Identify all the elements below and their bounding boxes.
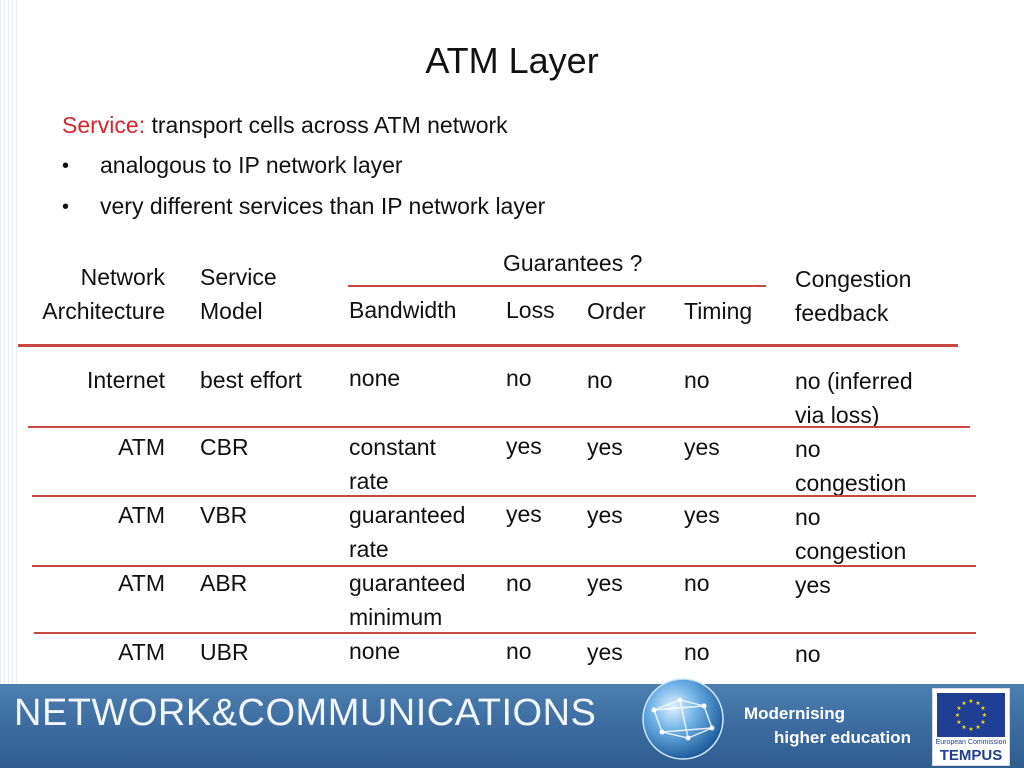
cell-order: yes bbox=[587, 570, 623, 596]
bullet-icon: • bbox=[62, 155, 70, 177]
bullet-item-1: analogous to IP network layer bbox=[100, 152, 403, 178]
header-bandwidth: Bandwidth bbox=[349, 297, 457, 323]
cell-order: yes bbox=[587, 434, 623, 460]
cell-congestion: no congestion bbox=[795, 504, 907, 564]
cell-order: yes bbox=[587, 502, 623, 528]
cell-timing: yes bbox=[684, 434, 720, 460]
svg-text:★: ★ bbox=[956, 719, 961, 726]
header-timing: Timing bbox=[684, 298, 753, 324]
cell-service-model: best effort bbox=[200, 367, 302, 393]
service-line: Service: transport cells across ATM netw… bbox=[62, 112, 508, 139]
cell-bandwidth: guaranteed minimum bbox=[349, 570, 466, 630]
header-service-model: Service Model bbox=[200, 264, 277, 324]
slide-title: ATM Layer bbox=[425, 40, 599, 81]
cell-network: ATM bbox=[118, 434, 165, 460]
svg-text:★: ★ bbox=[975, 724, 980, 731]
svg-text:★: ★ bbox=[955, 712, 960, 719]
row-rule bbox=[28, 426, 970, 428]
header-congestion-feedback: Congestion feedback bbox=[795, 266, 912, 326]
footer-banner bbox=[0, 684, 1024, 768]
svg-text:★: ★ bbox=[982, 712, 987, 719]
cell-loss: yes bbox=[506, 433, 542, 459]
cell-congestion: no (inferred via loss) bbox=[795, 368, 913, 428]
cell-network: ATM bbox=[118, 570, 165, 596]
cell-service-model: VBR bbox=[200, 502, 248, 528]
svg-text:★: ★ bbox=[968, 698, 973, 705]
row-rule bbox=[32, 495, 976, 497]
cell-loss: no bbox=[506, 638, 532, 664]
row-rule bbox=[32, 565, 976, 567]
tempus-logo: ★ ★ ★ ★ ★ ★ ★ ★ ★ ★ ★ ★ European Commiss… bbox=[932, 688, 1010, 766]
cell-congestion: no congestion bbox=[795, 436, 907, 496]
svg-text:★: ★ bbox=[980, 705, 985, 712]
footer-title: NETWORK&COMMUNICATIONS bbox=[14, 692, 597, 734]
cell-order: no bbox=[587, 367, 613, 393]
cell-network: ATM bbox=[118, 639, 165, 665]
tempus-label: TEMPUS bbox=[939, 747, 1003, 764]
service-label: Service: bbox=[62, 112, 146, 138]
cell-loss: no bbox=[506, 365, 532, 391]
cell-bandwidth: guaranteed rate bbox=[349, 502, 466, 562]
svg-text:★: ★ bbox=[980, 719, 985, 726]
cell-timing: yes bbox=[684, 502, 720, 528]
cell-network: Internet bbox=[87, 367, 165, 393]
svg-text:★: ★ bbox=[968, 726, 973, 733]
tagline-line-1: Modernising bbox=[744, 704, 846, 723]
guarantees-underline bbox=[348, 285, 766, 287]
cell-loss: yes bbox=[506, 501, 542, 527]
header-network-architecture: Network Architecture bbox=[42, 264, 165, 324]
cell-service-model: CBR bbox=[200, 434, 249, 460]
network-globe-icon bbox=[642, 678, 724, 760]
svg-text:★: ★ bbox=[961, 724, 966, 731]
tagline-line-2: higher education bbox=[774, 728, 911, 747]
eu-flag-icon: ★ ★ ★ ★ ★ ★ ★ ★ ★ ★ ★ ★ bbox=[937, 693, 1005, 737]
eu-commission-label: European Commission bbox=[935, 739, 1007, 746]
service-text: transport cells across ATM network bbox=[145, 112, 508, 138]
cell-bandwidth: none bbox=[349, 365, 401, 391]
header-order: Order bbox=[587, 298, 646, 324]
left-edge-decoration bbox=[0, 0, 18, 684]
bullet-icon: • bbox=[62, 196, 70, 218]
guarantees-header: Guarantees ? bbox=[503, 250, 643, 276]
cell-bandwidth: none bbox=[349, 638, 401, 664]
row-rule bbox=[34, 632, 976, 634]
cell-timing: no bbox=[684, 367, 710, 393]
cell-loss: no bbox=[506, 570, 532, 596]
svg-text:★: ★ bbox=[975, 700, 980, 707]
cell-service-model: ABR bbox=[200, 570, 248, 596]
cell-timing: no bbox=[684, 639, 710, 665]
cell-bandwidth: constant rate bbox=[349, 434, 436, 494]
cell-congestion: no bbox=[795, 641, 821, 667]
cell-congestion: yes bbox=[795, 572, 831, 598]
cell-timing: no bbox=[684, 570, 710, 596]
footer-tagline: Modernising higher education bbox=[744, 702, 911, 750]
cell-order: yes bbox=[587, 639, 623, 665]
bullet-item-2: very different services than IP network … bbox=[100, 193, 546, 219]
svg-text:★: ★ bbox=[961, 700, 966, 707]
svg-text:★: ★ bbox=[956, 705, 961, 712]
header-loss: Loss bbox=[506, 297, 555, 323]
cell-network: ATM bbox=[118, 502, 165, 528]
header-rule bbox=[18, 344, 958, 347]
cell-service-model: UBR bbox=[200, 639, 249, 665]
